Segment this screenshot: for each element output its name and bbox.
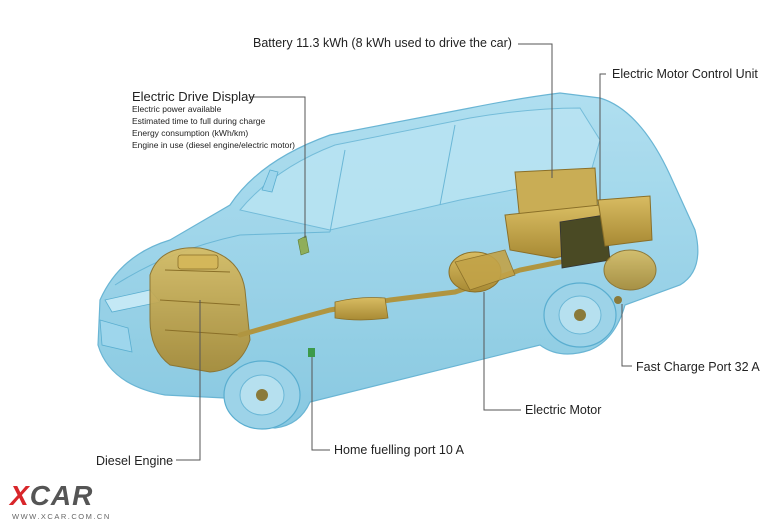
fast-charge-port-label: Fast Charge Port 32 A [636,360,760,374]
front-grille [99,319,133,353]
leader-emcu [599,73,606,200]
display-item: Estimated time to full during charge [132,116,266,126]
leader-display [250,96,306,238]
display-item: Energy consumption (kWh/km) [132,128,249,138]
motor-control-unit-label: Electric Motor Control Unit [612,67,758,81]
leader-diesel [176,300,201,461]
exhaust-pipe [237,259,563,338]
watermark-url: WWW.XCAR.COM.CN [12,512,111,521]
car-window-divider [329,124,456,233]
fast-charge-port-marker [614,296,622,304]
logo-car: CAR [29,480,94,511]
leader-electric-motor [483,292,521,411]
rear-components [603,249,657,291]
side-mirror [261,169,279,193]
logo-x: X [10,480,30,511]
xcar-logo: XCAR [10,482,93,510]
leader-battery [518,43,553,178]
battery-label: Battery 11.3 kWh (8 kWh used to drive th… [253,36,512,50]
electric-motor-unit [448,249,516,293]
electric-drive-display-list: Electric power available Estimated time … [132,103,295,151]
electric-motor-label: Electric Motor [525,403,602,417]
home-port-marker [308,348,315,357]
leader-lines [176,43,632,461]
display-marker [297,235,310,256]
diesel-engine-label: Diesel Engine [96,454,174,468]
electric-drive-display-title: Electric Drive Display [132,89,255,104]
home-fuelling-port-label: Home fuelling port 10 A [334,443,464,457]
battery-pack [504,167,611,269]
rear-wheel [543,282,617,348]
leader-home-port [311,357,330,451]
leader-fast-charge [621,304,632,367]
front-wheel [223,360,301,430]
motor-control-unit-block [597,195,653,247]
display-item: Engine in use (diesel engine/electric mo… [132,140,296,150]
display-item: Electric power available [132,104,222,114]
